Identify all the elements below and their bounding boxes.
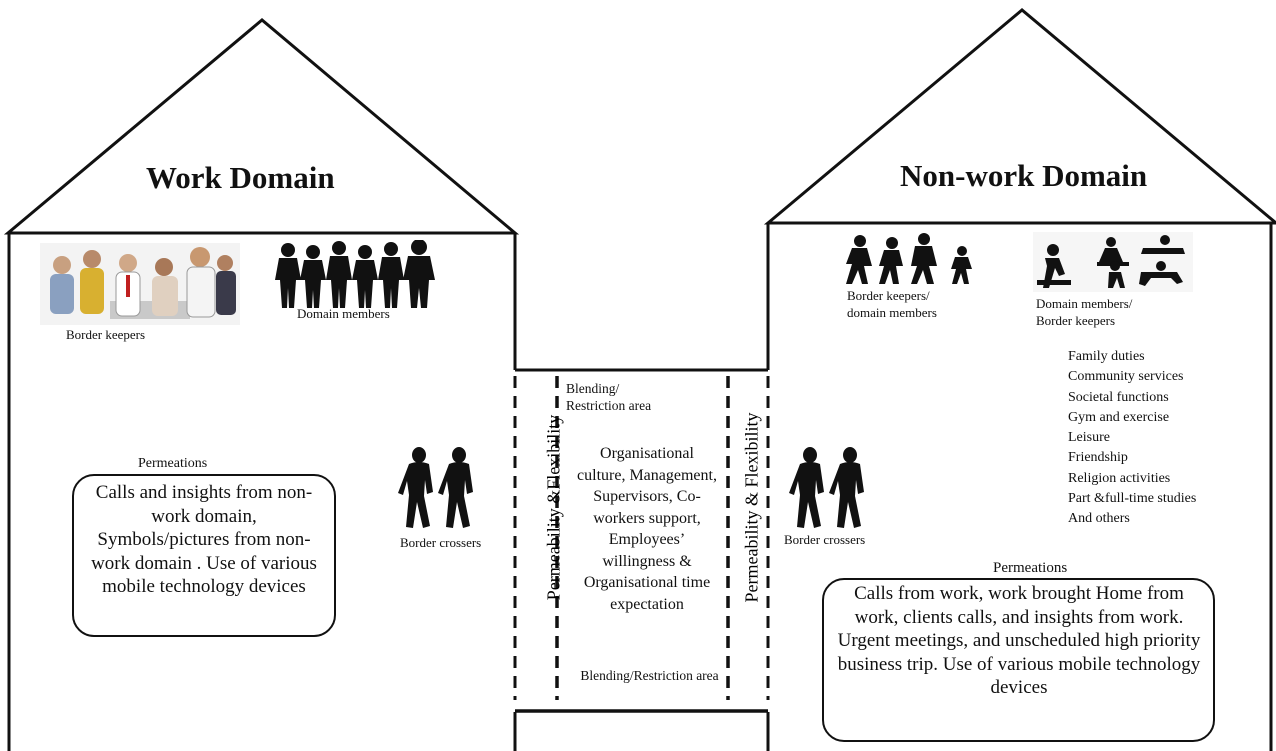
nonwork-border-keepers-label: Border keepers/ domain members [847, 287, 957, 321]
gym-exercise-silhouettes [1033, 232, 1193, 292]
work-border-crossers-label: Border crossers [400, 535, 482, 550]
middle-factors-text: Organisational culture, Management, Supe… [577, 445, 717, 613]
activity-item: Leisure [1068, 430, 1110, 446]
work-border-keepers-label: Border keepers [66, 327, 146, 342]
activity-item: Gym and exercise [1068, 409, 1170, 425]
nonwork-domain-members-text: Domain members/ Border keepers [1036, 296, 1133, 328]
middle-top-blending-label: Blending/ Restriction area [566, 381, 652, 413]
work-permeations-label: Permeations [138, 456, 208, 471]
work-permeations-text: Calls and insights from non-work domain,… [91, 482, 317, 597]
nonwork-permeations-box: Calls from work, work brought Home from … [822, 578, 1215, 742]
nonwork-border-crossers-label: Border crossers [784, 532, 866, 547]
middle-bottom-blending-label: Blending/Restriction area [580, 668, 719, 683]
nonwork-border-keepers-text: Border keepers/ domain members [847, 288, 937, 320]
nonwork-domain-members-label: Domain members/ Border keepers [1036, 295, 1146, 329]
right-permeability-flexibility-label: Permeability & Flexibility [741, 412, 762, 603]
work-house-roof [3, 18, 520, 235]
activity-item: Friendship [1068, 450, 1128, 466]
activity-item: Religion activities [1068, 470, 1171, 486]
nonwork-domain-title: Non-work Domain [900, 158, 1148, 193]
nonwork-permeations-label: Permeations [993, 560, 1068, 576]
activity-item: Part &full-time studies [1068, 491, 1197, 507]
nonwork-house-roof [763, 8, 1276, 225]
work-permeations-box: Calls and insights from non-work domain,… [72, 474, 336, 637]
activity-item: And others [1068, 511, 1130, 527]
family-silhouettes [846, 233, 972, 284]
activity-item: Community services [1068, 369, 1184, 385]
work-domain-members-silhouettes [275, 240, 435, 308]
nonwork-permeations-text: Calls from work, work brought Home from … [837, 583, 1201, 698]
nonwork-activities-list: Family duties Community services Societa… [1068, 347, 1196, 530]
work-border-crossers-silhouettes [398, 447, 473, 528]
office-team-image [40, 243, 240, 325]
left-permeability-flexibility-label: Permeability &Flexibility [543, 414, 564, 601]
work-domain-title: Work Domain [146, 160, 335, 195]
work-domain-members-label: Domain members [297, 306, 390, 321]
activity-item: Societal functions [1068, 389, 1169, 405]
nonwork-border-crossers-silhouettes [789, 447, 864, 528]
activity-item: Family duties [1068, 349, 1145, 364]
